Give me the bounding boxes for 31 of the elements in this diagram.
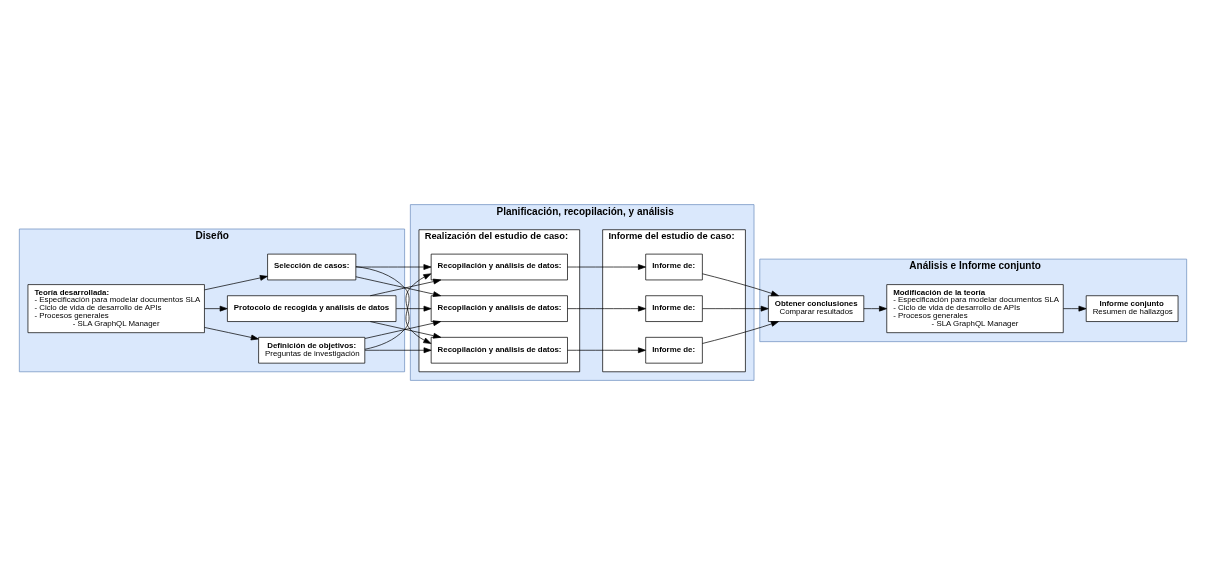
node-box: Informe conjunto Resumen de hallazgos (1085, 295, 1179, 322)
arrow (395, 305, 432, 312)
node-box: Definición de objetivos: Preguntas de investigación (258, 336, 366, 364)
arrow (355, 264, 432, 270)
node-box: Protocolo de recogida y análisis de datos (227, 295, 397, 322)
arrow (567, 347, 646, 354)
arrow (204, 305, 228, 312)
arrow (369, 278, 442, 297)
arrow (364, 273, 432, 350)
arrow (567, 264, 646, 270)
node-box: Teoría desarrollada: - Especificación para modelar documentos SLA - Ciclo de vida de desarrollo de APIs - Procesos generales - SLA GraphQL Manager (27, 284, 205, 334)
arrow (204, 327, 259, 341)
node-box: Recopilación y análisis de datos: (430, 253, 568, 281)
node-box: Informe de: (645, 295, 703, 322)
node-box: Selección de casos: (267, 253, 357, 281)
node-box: Recopilación y análisis de datos: (430, 336, 568, 364)
arrow (702, 321, 779, 344)
arrow (1063, 305, 1087, 312)
arrow (863, 305, 887, 312)
arrow (364, 347, 432, 354)
arrow (355, 276, 441, 297)
arrow (567, 305, 646, 312)
node-box: Modificación de la teoría - Especificación para modelar documentos SLA - Ciclo de vida de desarrollo de APIs - Procesos generales - SLA GraphQL Manager (886, 284, 1064, 334)
arrow (355, 266, 432, 344)
arrow (204, 275, 268, 291)
node-box: Obtener conclusiones Comparar resultados (768, 295, 865, 322)
node-box: Recopilación y análisis de datos: (430, 295, 568, 322)
arrow (702, 273, 779, 297)
node-box: Informe de: (645, 253, 703, 281)
arrow (702, 305, 769, 312)
node-box: Informe de: (645, 336, 703, 364)
